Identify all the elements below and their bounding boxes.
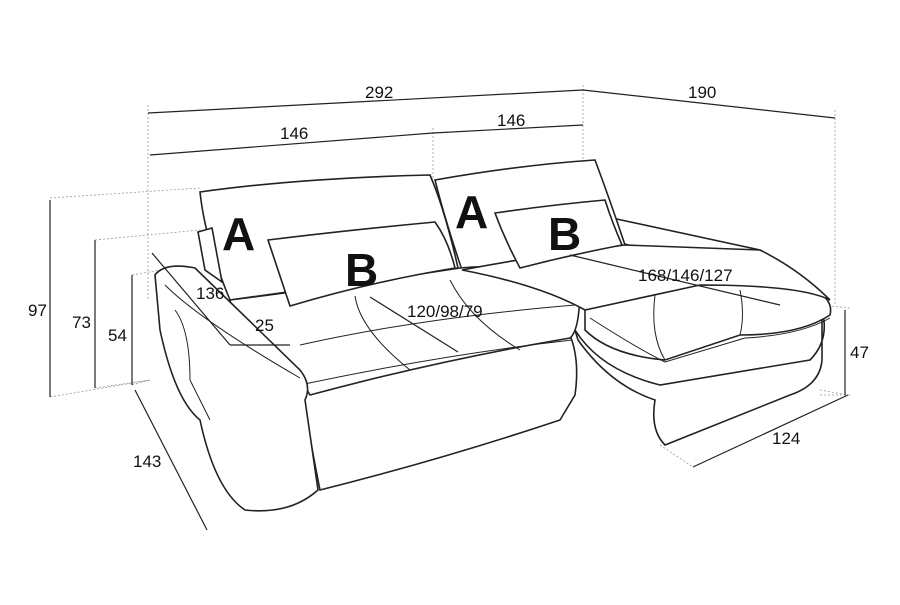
label-pillow-left: B: [345, 244, 378, 296]
dim-chaise-height: 47: [850, 343, 869, 362]
dim-armrest-length: 136: [196, 284, 224, 303]
sofa-drawing: [154, 159, 832, 512]
dim-armrest-width: 25: [255, 316, 274, 335]
cushion-labels: A A B B: [222, 186, 581, 296]
label-back-cushion-right: A: [455, 186, 488, 238]
dim-chaise-length: 168/146/127: [638, 266, 733, 285]
label-back-cushion-left: A: [222, 208, 255, 260]
dim-total-height: 97: [28, 301, 47, 320]
dim-seat-height: 54: [108, 326, 127, 345]
dim-overall-depth: 143: [133, 452, 161, 471]
extension-lines: [49, 85, 851, 468]
left-armrest-back: [197, 226, 224, 284]
dim-left-section: 146: [280, 124, 308, 143]
left-armrest: [154, 265, 319, 512]
pillow-left: [266, 221, 456, 307]
dim-total-width: 292: [365, 83, 393, 102]
dimension-lines: [49, 89, 849, 531]
label-pillow-right: B: [548, 208, 581, 260]
dim-chaise-depth: 190: [688, 83, 716, 102]
dim-seat-depth: 120/98/79: [407, 302, 483, 321]
dim-back-height: 73: [72, 313, 91, 332]
pillow-right: [493, 199, 624, 269]
chaise-base: [574, 309, 826, 446]
dimension-labels: 292 190 146 146 97 73 54 143 136 25 120/…: [28, 83, 869, 471]
dim-right-section: 146: [497, 111, 525, 130]
dim-chaise-width: 124: [772, 429, 800, 448]
